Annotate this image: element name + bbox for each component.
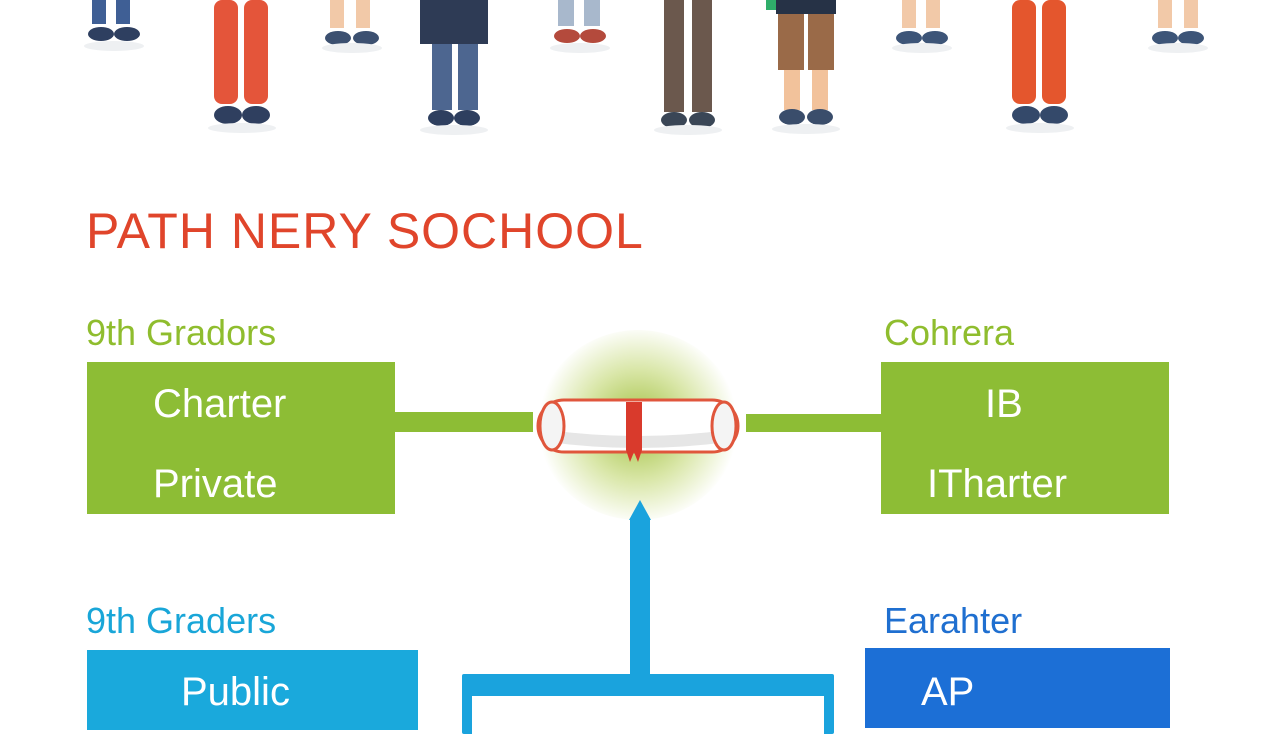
left-connector	[395, 412, 533, 432]
people-illustration	[84, 0, 1208, 135]
person-3	[322, 0, 382, 53]
person-8	[892, 0, 952, 53]
person-10	[1148, 0, 1208, 53]
person-9	[1006, 0, 1074, 133]
left-top-label: 9th Gradors	[86, 312, 277, 353]
right-top-line-1: IB	[985, 382, 1023, 426]
right-bottom-label: Earahter	[884, 600, 1023, 641]
person-4	[420, 0, 488, 135]
left-top-line-2: Private	[153, 462, 278, 506]
center-bottom-box	[462, 674, 834, 734]
person-6	[654, 0, 722, 135]
right-bottom-line-1: AP	[921, 670, 975, 714]
left-top-box: Charter Private	[87, 362, 395, 514]
page-title: PATH NERY SOCHOOL	[86, 203, 644, 259]
left-bottom-line-1: Public	[181, 670, 290, 714]
right-connector	[746, 414, 881, 432]
right-top-line-2: ITharter	[927, 462, 1068, 506]
person-1	[84, 0, 144, 51]
person-2	[208, 0, 276, 133]
left-bottom-label: 9th Graders	[86, 600, 277, 641]
left-top-line-1: Charter	[153, 382, 287, 426]
right-top-label: Cohrera	[884, 312, 1015, 353]
diploma-icon	[536, 398, 740, 462]
person-7	[766, 0, 840, 134]
right-bottom-box: AP	[865, 648, 1170, 728]
center-bottom-box-inner	[472, 696, 824, 734]
arrow-up-icon	[629, 500, 651, 678]
right-top-box: IB ITharter	[881, 362, 1169, 514]
left-bottom-box: Public	[87, 650, 418, 730]
diploma-hub	[498, 330, 778, 520]
person-5	[550, 0, 610, 53]
